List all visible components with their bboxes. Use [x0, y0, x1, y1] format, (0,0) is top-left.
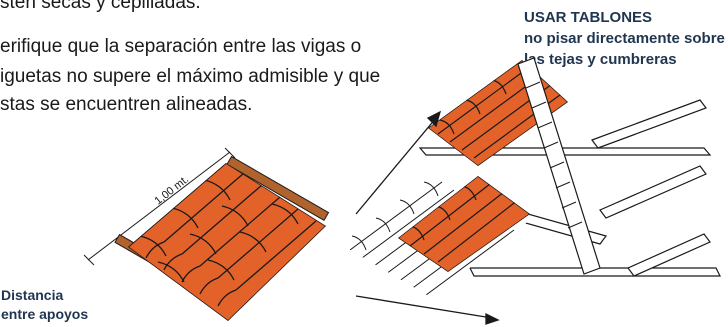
paragraph-line-2: erifique que la separación entre las vig… — [0, 36, 362, 57]
slope-arrows — [355, 110, 500, 325]
planks-warning-line-2: no pisar directamente sobre — [524, 30, 725, 47]
batten-back — [226, 155, 330, 222]
planks-warning-line-1: USAR TABLONES — [524, 9, 653, 26]
distance-between-supports-label: Distancia entre apoyos — [1, 286, 88, 324]
dimension-line — [87, 151, 231, 261]
paragraph-line-4: stas se encuentren alineadas. — [0, 94, 253, 115]
orange-tiles-left — [128, 163, 326, 321]
paragraph-line-1: sten secas y cepilladas. — [0, 0, 201, 13]
planks-warning-line-3: las tejas y cumbreras — [524, 51, 677, 68]
roof-structure — [340, 57, 721, 325]
distance-label-line-1: Distancia — [1, 287, 64, 303]
paragraph-line-3: iguetas no supere el máximo admisible y … — [0, 66, 381, 87]
distance-label-line-2: entre apoyos — [1, 306, 89, 322]
left-tile-panel: 1,00 mt. — [83, 147, 330, 321]
walking-planks — [517, 57, 711, 277]
planks-warning-label: USAR TABLONES no pisar directamente sobr… — [524, 7, 725, 70]
